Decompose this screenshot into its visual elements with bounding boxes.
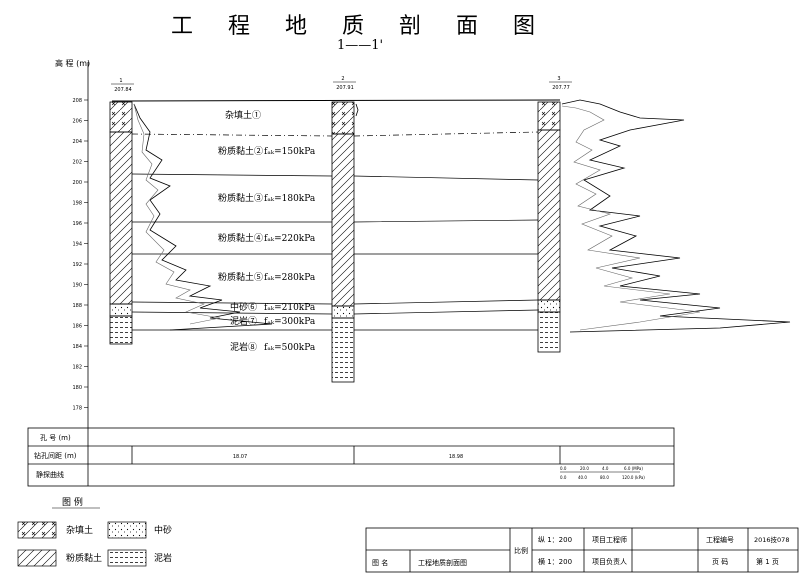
table-row-hole-no: 孔 号 (m) xyxy=(40,434,71,442)
borehole-2 xyxy=(331,101,355,383)
borehole-2-elev: 207.91 xyxy=(336,85,354,91)
legend-label-fill: 杂填土 xyxy=(66,524,93,536)
elevation-ticks: 208 206 204 202 200 198 196 194 192 190 188 186 184 1… xyxy=(72,98,88,412)
legend-title: 图 例 xyxy=(62,496,83,508)
stratum-5-bearing: fₐₖ=280kPa xyxy=(264,273,316,283)
elevation-tick-label: 184 xyxy=(72,344,82,350)
elevation-tick-label: 178 xyxy=(72,406,82,412)
tb-label-manager: 项目负责人 xyxy=(592,557,627,566)
cpt-scale-1-d: 6.0 (MPa) xyxy=(624,466,643,471)
elevation-tick-label: 194 xyxy=(72,242,82,248)
legend-swatch-clay xyxy=(17,549,57,567)
stratum-8-bearing: fₐₖ=500kPa xyxy=(264,343,316,353)
elevation-tick-label: 208 xyxy=(72,98,82,104)
stratum-7-label: 泥岩⑦ xyxy=(230,315,257,327)
elevation-tick-label: 188 xyxy=(72,303,82,309)
tb-drawing-name: 工程地质剖面图 xyxy=(418,558,467,567)
legend-label-mudstone: 泥岩 xyxy=(154,552,172,564)
table-row-cpt: 静探曲线 xyxy=(36,470,64,479)
tb-vertical-scale: 纵 1：200 xyxy=(538,536,572,544)
elevation-tick-label: 200 xyxy=(72,180,82,186)
borehole-2-no: 2 xyxy=(341,76,344,82)
tb-horizontal-scale: 横 1：200 xyxy=(538,557,572,566)
drawing-title: 工 程 地 质 剖 面 图 xyxy=(171,14,549,39)
elevation-tick-label: 204 xyxy=(72,139,82,145)
borehole-1-no: 1 xyxy=(119,78,122,84)
section-id: 1——1' xyxy=(336,38,384,53)
stratum-4-bearing: fₐₖ=220kPa xyxy=(264,234,316,244)
stratum-5-label: 粉质黏土⑤ xyxy=(218,271,263,283)
tb-label-page: 页 码 xyxy=(712,558,728,566)
tb-label-scale: 比例 xyxy=(514,546,528,555)
table-row-spacing: 钻孔间距 (m) xyxy=(34,451,77,460)
stratum-3-label: 粉质黏土③ xyxy=(218,192,263,204)
elevation-tick-label: 182 xyxy=(72,365,82,371)
stratum-2-label: 粉质黏土② xyxy=(218,145,263,157)
elevation-tick-label: 190 xyxy=(72,283,82,289)
spacing-2: 18.98 xyxy=(449,454,463,460)
borehole-1-elev: 207.84 xyxy=(114,87,132,93)
elevation-tick-label: 198 xyxy=(72,201,82,207)
stratum-1-label: 杂填土① xyxy=(225,109,261,121)
elevation-tick-label: 206 xyxy=(72,119,82,125)
stratum-6-label: 中砂⑥ xyxy=(230,301,257,313)
stratum-7-bearing: fₐₖ=300kPa xyxy=(264,317,316,327)
tb-label-drawing-name: 图 名 xyxy=(372,558,388,567)
cpt-scale-1-a: 0.0 xyxy=(560,466,567,471)
elevation-axis-label: 高 程 (m) xyxy=(55,59,91,68)
tb-label-engineer: 项目工程师 xyxy=(592,535,627,544)
cpt-scale-1-c: 4.0 xyxy=(602,466,609,471)
legend-swatch-fill xyxy=(17,521,57,539)
spacing-1: 18.07 xyxy=(233,454,247,460)
borehole-3-no: 3 xyxy=(557,76,560,82)
legend: 图 例 杂填土 中砂 粉质黏土 泥岩 xyxy=(17,496,172,567)
stratum-3-bearing: fₐₖ=180kPa xyxy=(264,194,316,204)
elevation-tick-label: 202 xyxy=(72,160,82,166)
cpt-scale-2-a: 0.0 xyxy=(560,475,567,480)
legend-label-clay: 粉质黏土 xyxy=(66,552,102,564)
tb-page: 第 1 页 xyxy=(756,557,779,566)
stratum-6-bearing: fₐₖ=210kPa xyxy=(264,303,316,313)
stratum-2-bearing: fₐₖ=150kPa xyxy=(264,147,316,157)
tb-project-no: 2016技078 xyxy=(754,535,789,544)
stratum-boundaries xyxy=(131,131,539,331)
stratum-4-label: 粉质黏土④ xyxy=(218,232,263,244)
elevation-tick-label: 196 xyxy=(72,221,82,227)
tb-label-project-no: 工程编号 xyxy=(706,535,734,544)
cpt-scale-2-d: 120.0 (kPa) xyxy=(622,475,645,480)
borehole-3-elev: 207.77 xyxy=(552,85,570,91)
stratum-8-label: 泥岩⑧ xyxy=(230,341,257,353)
legend-label-sand: 中砂 xyxy=(154,524,172,536)
elevation-tick-label: 180 xyxy=(72,385,82,391)
borehole-1 xyxy=(109,101,133,345)
cpt-scale-1-b: 20.0 xyxy=(580,466,589,471)
title-block xyxy=(365,527,799,573)
elevation-tick-label: 186 xyxy=(72,324,82,330)
cpt-scale-2-c: 80.0 xyxy=(600,475,609,480)
legend-swatch-sand xyxy=(107,521,147,539)
borehole-3 xyxy=(537,101,561,353)
legend-swatch-mudstone xyxy=(107,549,147,567)
cpt-curves xyxy=(133,99,791,333)
elevation-tick-label: 192 xyxy=(72,262,82,268)
cpt-scale-2-b: 40.0 xyxy=(578,475,587,480)
data-table xyxy=(27,427,675,487)
